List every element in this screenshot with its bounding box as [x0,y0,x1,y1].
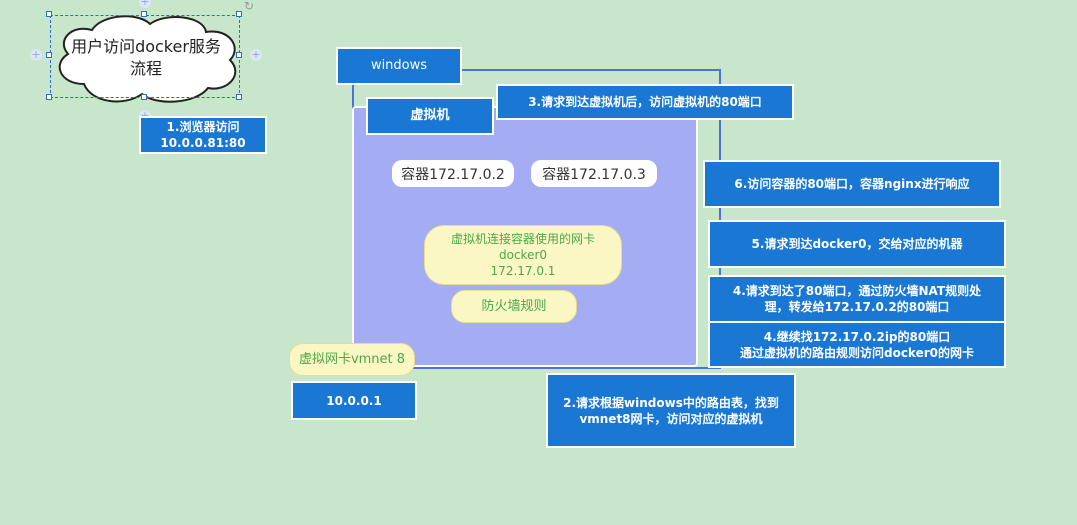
selection-handle[interactable] [236,11,242,17]
step-5-text: 5.请求到达docker0，交给对应的机器 [751,237,963,251]
step-4b-line-2: 通过虚拟机的路由规则访问docker0的网卡 [739,345,974,360]
vmnet8-ip: 10.0.0.1 [326,393,382,408]
step-1-line-2: 10.0.0.81:80 [160,136,246,150]
vm-label[interactable]: 虚拟机 [366,97,494,135]
docker0-line-1: 虚拟机连接容器使用的网卡 [450,232,595,246]
cloud-shape [58,15,237,103]
selection-handle[interactable] [46,52,52,58]
add-connection-icon[interactable]: + [250,48,262,61]
container-2[interactable]: 容器172.17.0.3 [531,160,657,187]
selection-handle[interactable] [141,11,147,17]
step-2-line-1: 2.请求根据windows中的路由表，找到 [563,395,779,410]
selection-handle[interactable] [236,52,242,58]
selection-handle[interactable] [236,94,242,100]
step-4a-line-2: 理，转发给172.17.0.2的80端口 [764,300,950,314]
docker0-line-2: docker0 [498,248,548,262]
container-2-label: 容器172.17.0.3 [542,166,646,183]
step-4b-line-1: 4.继续找172.17.0.2ip的80端口 [763,329,951,344]
step-6-box[interactable]: 6.访问容器的80端口，容器nginx进行响应 [703,160,1001,208]
vmnet8-label: 虚拟网卡vmnet 8 [298,351,406,367]
title-line-2: 流程 [129,59,162,78]
step-5-box[interactable]: 5.请求到达docker0，交给对应的机器 [708,220,1006,268]
docker0-nic[interactable]: 虚拟机连接容器使用的网卡 docker0 172.17.0.1 [424,225,622,285]
selection-handle[interactable] [141,94,147,100]
step-6-text: 6.访问容器的80端口，容器nginx进行响应 [734,177,970,191]
container-1-label: 容器172.17.0.2 [401,166,505,183]
container-1[interactable]: 容器172.17.0.2 [392,160,514,187]
windows-label-text: windows [370,58,428,73]
title-cloud[interactable]: 用户访问docker服务 流程 [46,12,246,104]
firewall-label: 防火墙规则 [481,298,547,314]
step-1-line-1: 1.浏览器访问 [166,120,240,134]
step-2-box[interactable]: 2.请求根据windows中的路由表，找到 vmnet8网卡，访问对应的虚拟机 [546,373,796,448]
add-connection-icon[interactable]: + [139,0,151,8]
title-line-1: 用户访问docker服务 [71,37,221,56]
step-1-box[interactable]: 1.浏览器访问 10.0.0.81:80 [139,116,267,154]
vmnet8-nic[interactable]: 虚拟网卡vmnet 8 [289,343,415,376]
step-3-text: 3.请求到达虚拟机后，访问虚拟机的80端口 [528,95,762,109]
step-4a-line-1: 4.请求到达了80端口，通过防火墙NAT规则处 [732,284,982,298]
firewall-rules[interactable]: 防火墙规则 [451,290,577,323]
step-3-box[interactable]: 3.请求到达虚拟机后，访问虚拟机的80端口 [496,84,794,120]
selection-box [50,15,240,98]
rotate-icon[interactable]: ↻ [244,0,255,13]
vm-label-text: 虚拟机 [410,108,450,123]
selection-handle[interactable] [46,94,52,100]
selection-handle[interactable] [46,11,52,17]
step-2-line-2: vmnet8网卡，访问对应的虚拟机 [579,411,763,426]
step-4a-box[interactable]: 4.请求到达了80端口，通过防火墙NAT规则处 理，转发给172.17.0.2的… [708,275,1006,323]
title-text: 用户访问docker服务 流程 [46,36,246,80]
windows-label[interactable]: windows [336,47,462,85]
vmnet8-ip-box[interactable]: 10.0.0.1 [291,381,417,420]
step-4b-box[interactable]: 4.继续找172.17.0.2ip的80端口 通过虚拟机的路由规则访问docke… [708,321,1006,368]
add-connection-icon[interactable]: + [30,48,42,61]
docker0-line-3: 172.17.0.1 [490,264,556,278]
